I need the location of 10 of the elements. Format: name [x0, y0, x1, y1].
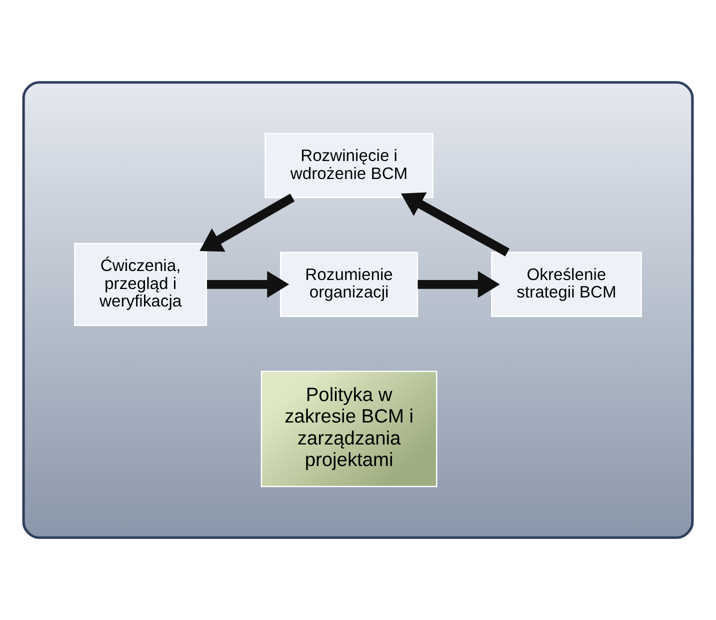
node-box: Ćwiczenia, przegląd i weryfikacja	[74, 242, 208, 326]
arrow	[418, 270, 500, 298]
node-box: Polityka w zakresie BCM i zarządzania projektami	[260, 370, 438, 488]
node-box: Określenie strategii BCM	[491, 252, 642, 318]
node-box: Rozwinięcie i wdrożenie BCM	[264, 132, 434, 198]
cluster	[22, 81, 694, 539]
node-box: Rozumienie organizacji	[280, 252, 418, 318]
arrow	[207, 270, 290, 298]
arrow	[400, 192, 510, 256]
arrow	[200, 194, 295, 252]
